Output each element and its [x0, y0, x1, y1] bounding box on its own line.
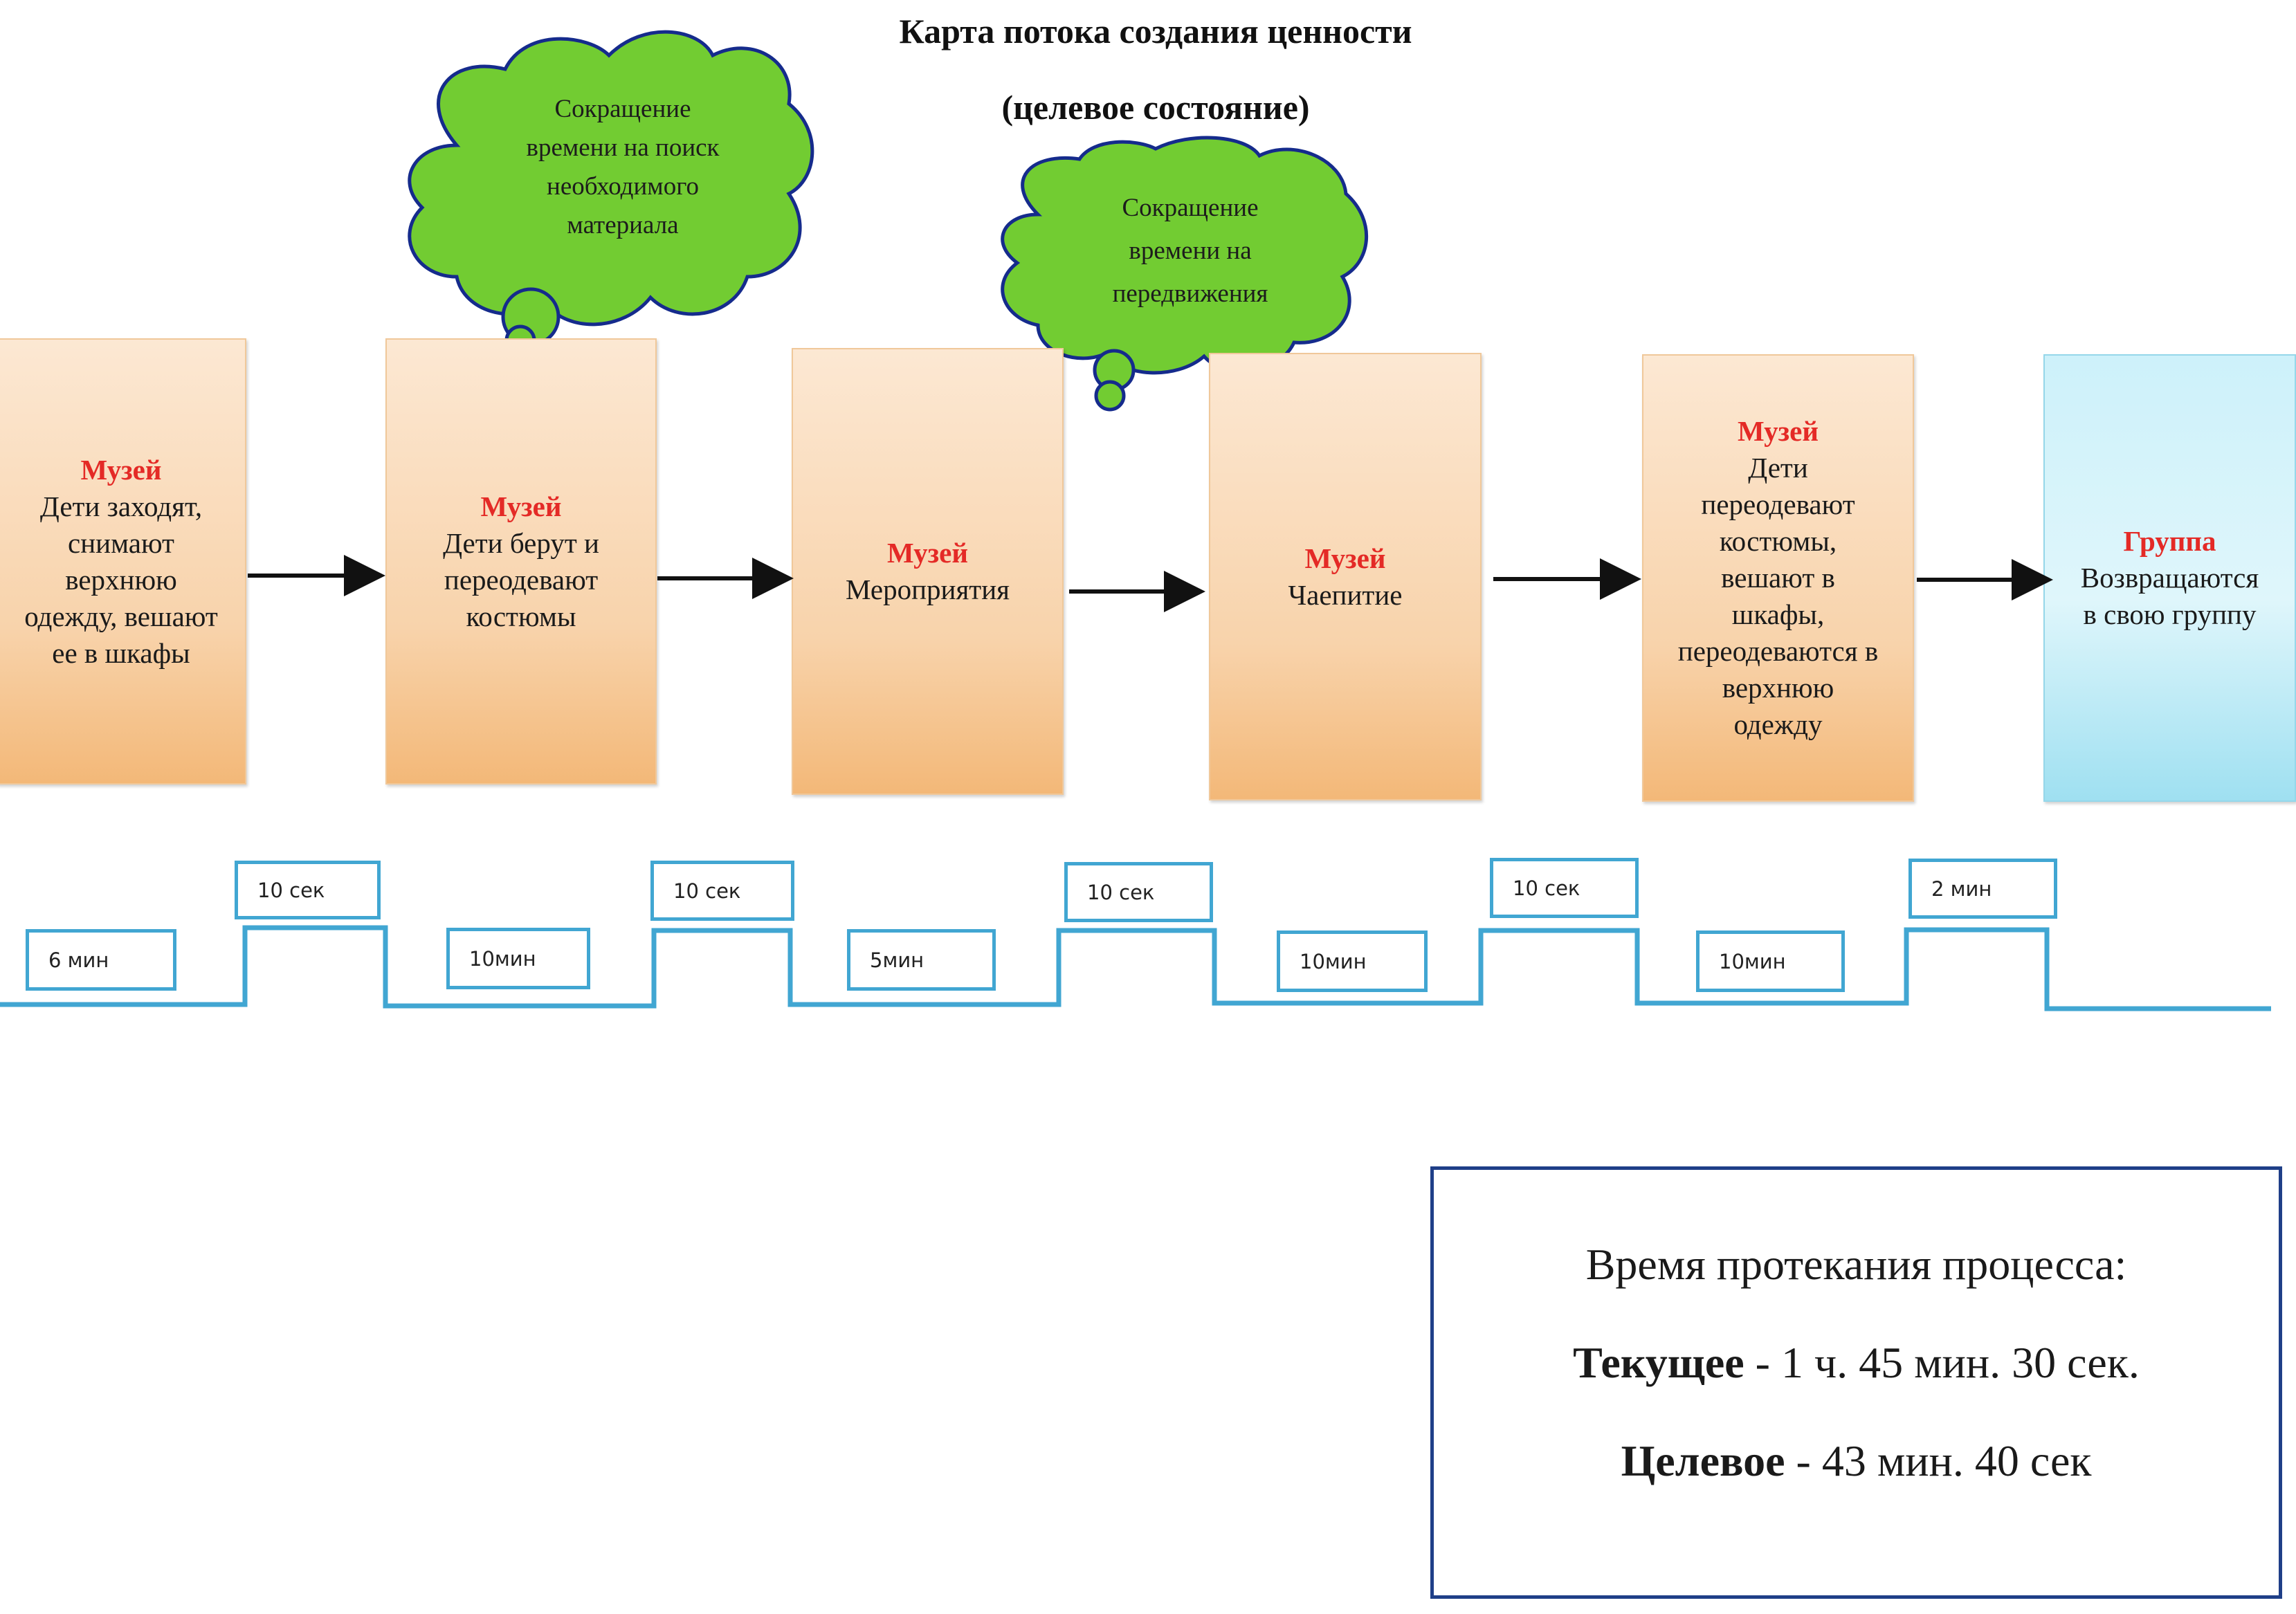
step-line: Дети [1748, 452, 1808, 484]
step-line: ее в шкафы [52, 636, 190, 669]
step-line: верхнюю [65, 563, 177, 596]
step-box: Музей Мероприятия [792, 348, 1064, 795]
summary-box: Время протекания процесса: Текущее - 1 ч… [1430, 1166, 2282, 1599]
time-low-box: 10мин [1277, 930, 1428, 992]
step-box: Музей Дети переодевают костюмы, вешают в… [1642, 354, 1914, 802]
step-line: костюмы, [1719, 525, 1837, 557]
current-value: - 1 ч. 45 мин. 30 сек. [1744, 1338, 2140, 1387]
step-line: костюмы [466, 600, 576, 632]
step-line: одежду [1733, 708, 1823, 740]
summary-target: Целевое - 43 мин. 40 сек [1434, 1436, 2279, 1487]
time-low-box: 6 мин [26, 929, 176, 991]
cloud-2-text: Сокращение времени на передвижения [1045, 187, 1336, 315]
page-subtitle: (целевое состояние) [1001, 88, 1310, 127]
step-box: Музей Чаепитие [1209, 353, 1482, 800]
cloud-2-line: передвижения [1112, 279, 1268, 308]
step-line: Дети заходят, [39, 490, 203, 522]
target-label: Целевое [1621, 1436, 1785, 1485]
time-low-box: 5мин [847, 929, 996, 991]
summary-heading: Время протекания процесса: [1585, 1240, 2127, 1289]
time-high-box: 10 сек [1490, 858, 1639, 918]
time-high-box: 10 сек [235, 861, 381, 919]
time-low-box: 10мин [446, 928, 590, 989]
step-line: переодевают [444, 563, 599, 596]
step-place: Музей [80, 453, 162, 486]
cloud-2-line: времени на [1129, 237, 1252, 265]
cloud-1-text: Сокращение времени на поиск необходимого… [471, 90, 775, 245]
target-value: - 43 мин. 40 сек [1785, 1436, 2092, 1485]
step-place: Группа [2123, 525, 2216, 557]
time-low-box: 10мин [1696, 930, 1845, 992]
step-box: Музей Дети берут и переодевают костюмы [385, 338, 657, 785]
step-place: Музей [1304, 542, 1386, 574]
time-high-box: 10 сек [650, 861, 794, 921]
step-line: переодевают [1701, 488, 1855, 520]
step-line: верхнюю [1722, 672, 1834, 704]
step-line: переодеваются в [1677, 635, 1879, 667]
page-title: Карта потока создания ценности [899, 12, 1412, 51]
cloud-1-line: материала [567, 211, 679, 239]
cloud-1-line: времени на поиск [526, 134, 720, 162]
step-line: снимают [68, 526, 174, 559]
cloud-2-line: Сокращение [1122, 194, 1259, 222]
step-place: Музей [887, 537, 968, 569]
time-high-box: 10 сек [1064, 862, 1213, 922]
step-line: Мероприятия [845, 574, 1010, 605]
step-place: Музей [480, 490, 562, 522]
summary-current: Текущее - 1 ч. 45 мин. 30 сек. [1434, 1337, 2279, 1388]
step-line: Дети берут и [443, 526, 599, 559]
group-step-box: Группа Возвращаются в свою группу [2043, 354, 2296, 802]
time-high-box: 2 мин [1908, 859, 2057, 919]
step-box: Музей Дети заходят, снимают верхнюю одеж… [0, 338, 246, 785]
step-line: Чаепитие [1288, 578, 1403, 611]
step-place: Музей [1738, 415, 1819, 447]
cloud-2-shape [1001, 136, 1369, 412]
cloud-1-line: Сокращение [554, 95, 691, 123]
cloud-1-shape [408, 30, 814, 356]
step-line: шкафы, [1731, 598, 1825, 630]
step-line: одежду, вешают [24, 600, 218, 632]
cloud-1-line: необходимого [547, 172, 699, 201]
step-line: Возвращаются [2080, 562, 2259, 594]
current-label: Текущее [1573, 1338, 1744, 1387]
step-line: в свою группу [2083, 598, 2257, 630]
timeline-line [0, 925, 2271, 1011]
step-line: вешают в [1721, 562, 1835, 594]
